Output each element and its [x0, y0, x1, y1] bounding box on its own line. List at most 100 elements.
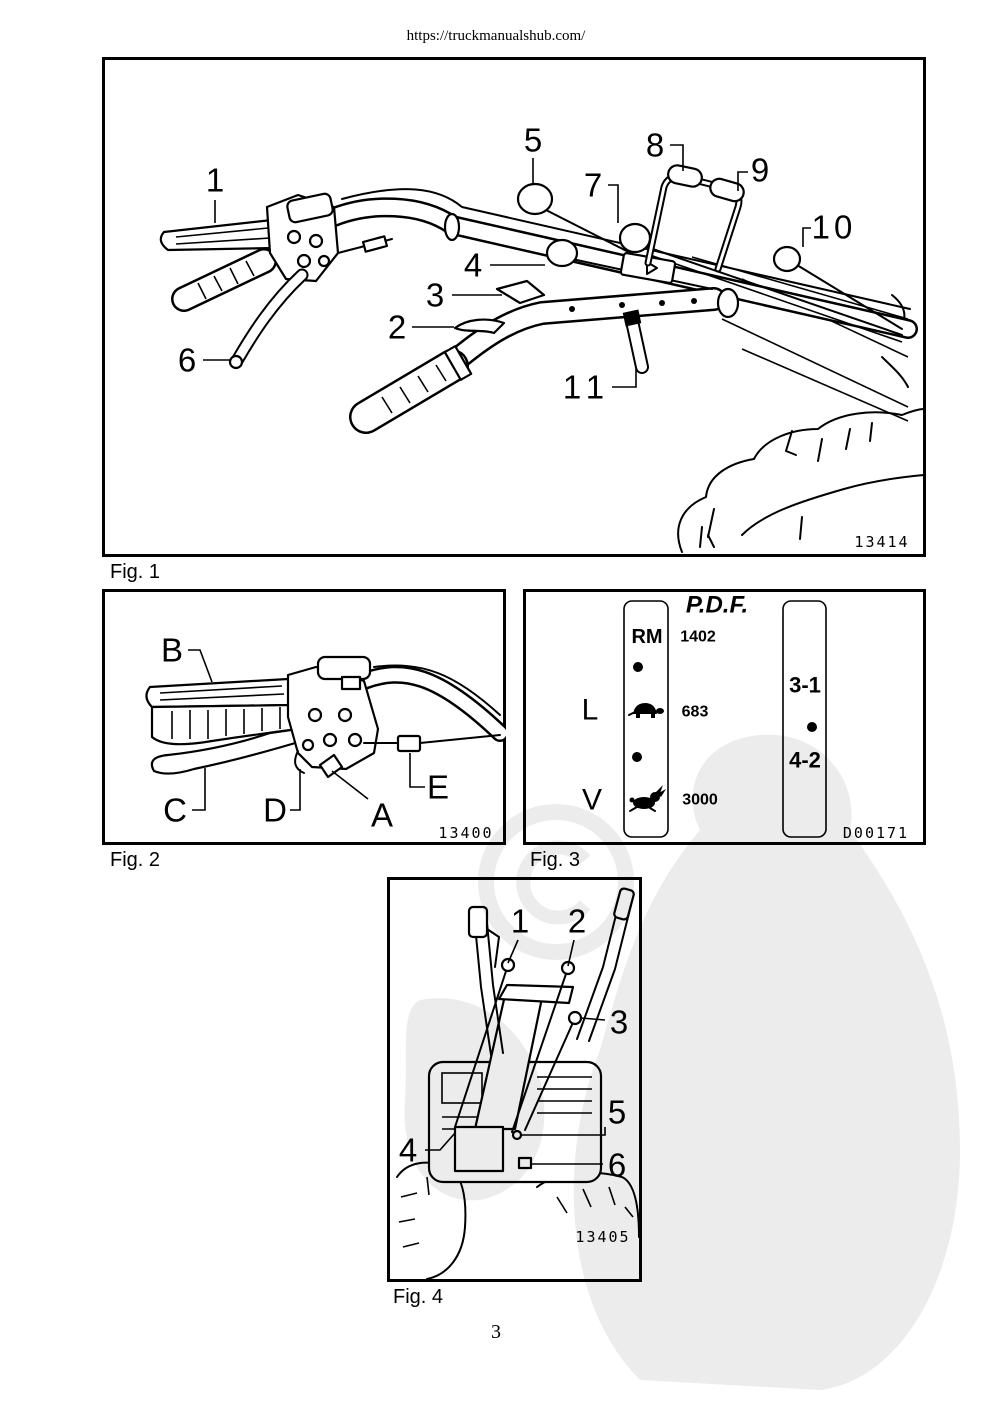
slow-value: 683	[682, 704, 709, 721]
lower-grip-fill	[351, 351, 467, 432]
turtle-leg	[651, 714, 655, 718]
figure-4-caption: Fig. 4	[393, 1286, 444, 1308]
label-9: 9	[751, 152, 769, 189]
rail	[721, 318, 909, 408]
lever-3[interactable]	[495, 279, 546, 305]
upper-cable	[341, 188, 911, 310]
rabbit-body	[633, 797, 655, 809]
bolt	[286, 229, 302, 245]
tube-hole	[569, 306, 575, 312]
label-a: A	[371, 797, 393, 834]
knob-3[interactable]	[567, 1010, 583, 1026]
lower-handlebar	[349, 279, 740, 434]
part-6	[517, 1156, 533, 1170]
leader-1	[507, 939, 519, 964]
lever-11-fill[interactable]	[627, 316, 647, 372]
knob-7[interactable]	[618, 222, 652, 254]
engine-fins	[442, 1076, 592, 1130]
tube-hole	[659, 300, 665, 306]
knob-4[interactable]	[545, 238, 579, 268]
dot-icon	[807, 722, 817, 732]
leader-4	[425, 1132, 456, 1151]
knob-2[interactable]	[560, 960, 576, 976]
handle-9-grip[interactable]	[708, 177, 746, 204]
figure-3-caption: Fig. 3	[530, 849, 581, 871]
linkage-box	[453, 1125, 505, 1173]
leader-5	[521, 1127, 606, 1136]
rabbit-tail	[629, 797, 635, 803]
label-3: 3	[426, 277, 444, 314]
tube-hole	[619, 302, 625, 308]
label-d: D	[263, 792, 287, 829]
figure-4: 1 2 3 5 4 6 13405	[387, 877, 642, 1282]
cable-sleeve	[361, 235, 389, 253]
rod-7	[646, 246, 903, 336]
label-4: 4	[399, 1132, 417, 1169]
tube-fitting	[716, 287, 740, 319]
label-7: 7	[584, 167, 602, 204]
left-handlebar	[474, 922, 504, 1056]
lever-11-hub	[622, 309, 642, 327]
source-url[interactable]: https://truckmanualshub.com/	[406, 28, 586, 44]
label-1: 1	[511, 903, 529, 940]
right-wheel-tread	[556, 1186, 634, 1218]
rod-10	[796, 264, 903, 330]
dot-icon	[633, 662, 643, 672]
figure-2-leaders	[188, 649, 425, 811]
figure-3-frame	[523, 589, 926, 845]
turtle-leg	[636, 714, 640, 718]
tube-clamp	[443, 212, 461, 242]
leader-b	[188, 649, 213, 683]
tire-tread	[699, 422, 873, 548]
knob-10[interactable]	[772, 245, 802, 273]
label-1: 1	[206, 162, 224, 199]
lever-6-tip[interactable]	[228, 354, 244, 370]
label-3: 3	[610, 1004, 628, 1041]
figure-1-leaders	[203, 144, 811, 388]
part-5	[511, 1129, 523, 1141]
left-wheel-tread	[398, 1176, 430, 1248]
figure-1: 1 5 8 9 7 10 4 3 2 6 11 13414	[102, 57, 926, 557]
gear-column	[782, 600, 827, 838]
lever-6-fill[interactable]	[233, 270, 307, 364]
leader-8	[670, 144, 684, 171]
cable-adjuster-e[interactable]	[396, 734, 422, 753]
tire-outline	[677, 408, 925, 553]
pto-speed-column	[623, 600, 669, 838]
rod-7-shadow	[646, 253, 903, 343]
leader-9	[737, 171, 748, 191]
rod-3	[524, 1017, 576, 1131]
label-10: 10	[812, 209, 857, 246]
gear-plate-symbol	[646, 261, 658, 275]
leader-e	[409, 753, 425, 788]
figure-2-caption: Fig. 2	[110, 849, 161, 871]
figure-2-labels: B C D A E 13400	[161, 632, 492, 843]
grip-ridges	[197, 260, 255, 300]
figure-1-caption: Fig. 1	[110, 561, 161, 583]
tube-hole	[691, 298, 697, 304]
figure-3: P.D.F. RM 1402 L 683 V 3000 3-1 4-2 D001…	[523, 589, 926, 845]
right-handlebar	[576, 902, 632, 1042]
knob-5[interactable]	[516, 182, 554, 216]
rabbit-ear	[657, 789, 666, 797]
grip-ridges	[159, 685, 285, 701]
knob-1[interactable]	[500, 957, 516, 973]
bolt	[317, 254, 331, 268]
handle-8-grip[interactable]	[667, 164, 704, 189]
rod-2	[511, 967, 569, 1133]
fast-value: 3000	[682, 792, 718, 809]
lower-tube-fill	[450, 289, 724, 367]
label-11: 11	[563, 369, 611, 406]
bolt	[337, 707, 353, 723]
rabbit-legs	[629, 806, 656, 812]
lever-2[interactable]	[453, 318, 506, 335]
label-5: 5	[524, 122, 542, 159]
figure-4-illustration	[396, 887, 640, 1280]
hook-d	[294, 750, 305, 774]
left-lever	[486, 928, 500, 968]
reverse-label: RM	[631, 626, 662, 648]
cable-e-outer	[419, 734, 501, 744]
grip-ferrule	[443, 345, 473, 381]
rail	[741, 348, 909, 422]
tire-inner-line	[741, 474, 925, 536]
